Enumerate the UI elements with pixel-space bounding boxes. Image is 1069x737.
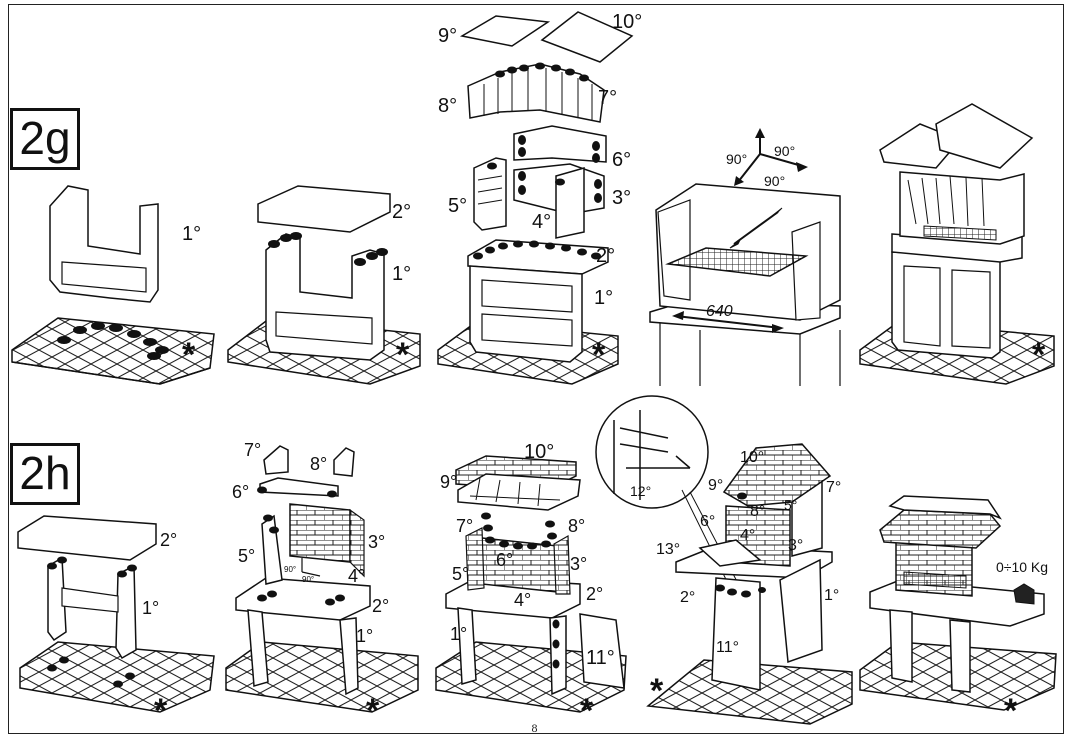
label-2g-3-1: 1° bbox=[594, 287, 613, 309]
asterisk-marker: * bbox=[1032, 336, 1046, 374]
asterisk-marker: * bbox=[592, 336, 606, 374]
asterisk-marker: * bbox=[650, 672, 664, 710]
label-2g-3-3: 3° bbox=[612, 187, 631, 209]
label-2h-4-3: 3° bbox=[788, 537, 803, 554]
label-2h-3-8: 8° bbox=[568, 516, 585, 536]
label-2h-2-4: 4° bbox=[348, 566, 365, 586]
label-2h-3-10: 10° bbox=[524, 441, 554, 463]
label-2h-1-2: 2° bbox=[160, 530, 177, 550]
label-2h-3-11: 11° bbox=[586, 647, 615, 669]
asterisk-marker: * bbox=[366, 692, 380, 730]
step-2h-5 bbox=[859, 495, 1057, 711]
label-2g-3-7: 7° bbox=[598, 87, 617, 109]
label-2h-2-angle-a: 90° bbox=[284, 565, 296, 574]
label-2h-4-6: 6° bbox=[700, 513, 715, 530]
section-label-2g: 2g bbox=[10, 108, 80, 170]
label-dimension-640: 640 bbox=[706, 303, 733, 320]
label-2h-4-8: 8° bbox=[750, 503, 765, 520]
step-2g-3 bbox=[437, 11, 634, 385]
asterisk-marker: * bbox=[580, 692, 594, 730]
label-2h-2-3: 3° bbox=[368, 532, 385, 552]
asterisk-markers-2h: * * * * * bbox=[154, 672, 1018, 730]
label-2g-3-4: 4° bbox=[532, 211, 551, 233]
label-2h-3-7: 7° bbox=[456, 516, 473, 536]
step-2h-2 bbox=[225, 445, 419, 713]
section-label-2h: 2h bbox=[10, 443, 80, 505]
label-2g-2-2: 2° bbox=[392, 201, 411, 223]
label-2h-4-5: 5° bbox=[784, 497, 797, 513]
asterisk-marker: * bbox=[154, 692, 168, 730]
label-2h-4-1: 1° bbox=[824, 587, 839, 604]
label-2h-4-11: 11° bbox=[716, 639, 739, 656]
label-2g-3-6: 6° bbox=[612, 149, 631, 171]
label-2h-4-12: 12° bbox=[630, 483, 651, 499]
label-angle-c: 90° bbox=[764, 173, 785, 189]
page-frame bbox=[8, 4, 1064, 734]
label-2h-2-8: 8° bbox=[310, 454, 327, 474]
step-2g-1 bbox=[11, 185, 215, 385]
asterisk-marker: * bbox=[1004, 692, 1018, 730]
step-2g-4 bbox=[649, 128, 841, 386]
label-2h-2-2: 2° bbox=[372, 596, 389, 616]
label-2h-4-10: 10° bbox=[740, 449, 764, 466]
label-2h-3-2: 2° bbox=[586, 584, 603, 604]
label-2h-3-3: 3° bbox=[570, 554, 587, 574]
asterisk-marker: * bbox=[182, 336, 196, 374]
label-weight-range: 0÷10 Kg bbox=[996, 559, 1048, 575]
section-2g-art: * * * * 1° 2° 1° 9° 10° 8° 7° 6° 5° 3° 4… bbox=[11, 11, 1055, 386]
label-2g-1-1: 1° bbox=[182, 223, 201, 245]
label-2h-2-angle-b: 90° bbox=[302, 575, 314, 584]
label-2h-4-7: 7° bbox=[826, 479, 841, 496]
label-2h-4-4: 4° bbox=[740, 527, 755, 544]
label-angle-a: 90° bbox=[726, 151, 747, 167]
label-2h-4-9: 9° bbox=[708, 477, 723, 494]
step-2g-5 bbox=[859, 103, 1055, 385]
labels-2g: 1° 2° 1° 9° 10° 8° 7° 6° 5° 3° 4° 2° 1° … bbox=[182, 11, 795, 320]
section-2h-art: * * * * * 2° 1° 7° 8° 6° 5° 3° 4° 90° 90… bbox=[17, 395, 1057, 730]
label-2g-3-5: 5° bbox=[448, 195, 467, 217]
label-2g-3-2: 2° bbox=[596, 245, 615, 267]
step-2g-2 bbox=[227, 185, 421, 385]
label-2h-3-4: 4° bbox=[514, 590, 531, 610]
label-2h-3-5: 5° bbox=[452, 564, 469, 584]
asterisk-markers-2g: * * * * bbox=[182, 336, 1046, 374]
label-2h-2-6: 6° bbox=[232, 482, 249, 502]
step-2h-3 bbox=[435, 455, 627, 713]
label-2h-1-1: 1° bbox=[142, 598, 159, 618]
label-2h-3-9: 9° bbox=[440, 472, 457, 492]
label-2h-3-1: 1° bbox=[450, 624, 467, 644]
page-number: 8 bbox=[531, 721, 538, 735]
label-2h-4-2: 2° bbox=[680, 589, 695, 606]
label-2g-3-9: 9° bbox=[438, 25, 457, 47]
label-2h-2-5: 5° bbox=[238, 546, 255, 566]
step-2h-4 bbox=[595, 395, 853, 725]
label-2g-3-8: 8° bbox=[438, 95, 457, 117]
step-2h-1 bbox=[17, 515, 215, 713]
label-angle-b: 90° bbox=[774, 143, 795, 159]
labels-2h: 2° 1° 7° 8° 6° 5° 3° 4° 90° 90° 2° 1° 10… bbox=[142, 440, 1048, 669]
asterisk-marker: * bbox=[396, 336, 410, 374]
label-2h-4-13: 13° bbox=[656, 541, 680, 558]
label-2h-2-1: 1° bbox=[356, 626, 373, 646]
label-2h-3-6: 6° bbox=[496, 550, 513, 570]
label-2h-2-7: 7° bbox=[244, 440, 261, 460]
label-2g-2-1: 1° bbox=[392, 263, 411, 285]
label-2g-3-10: 10° bbox=[612, 11, 642, 33]
